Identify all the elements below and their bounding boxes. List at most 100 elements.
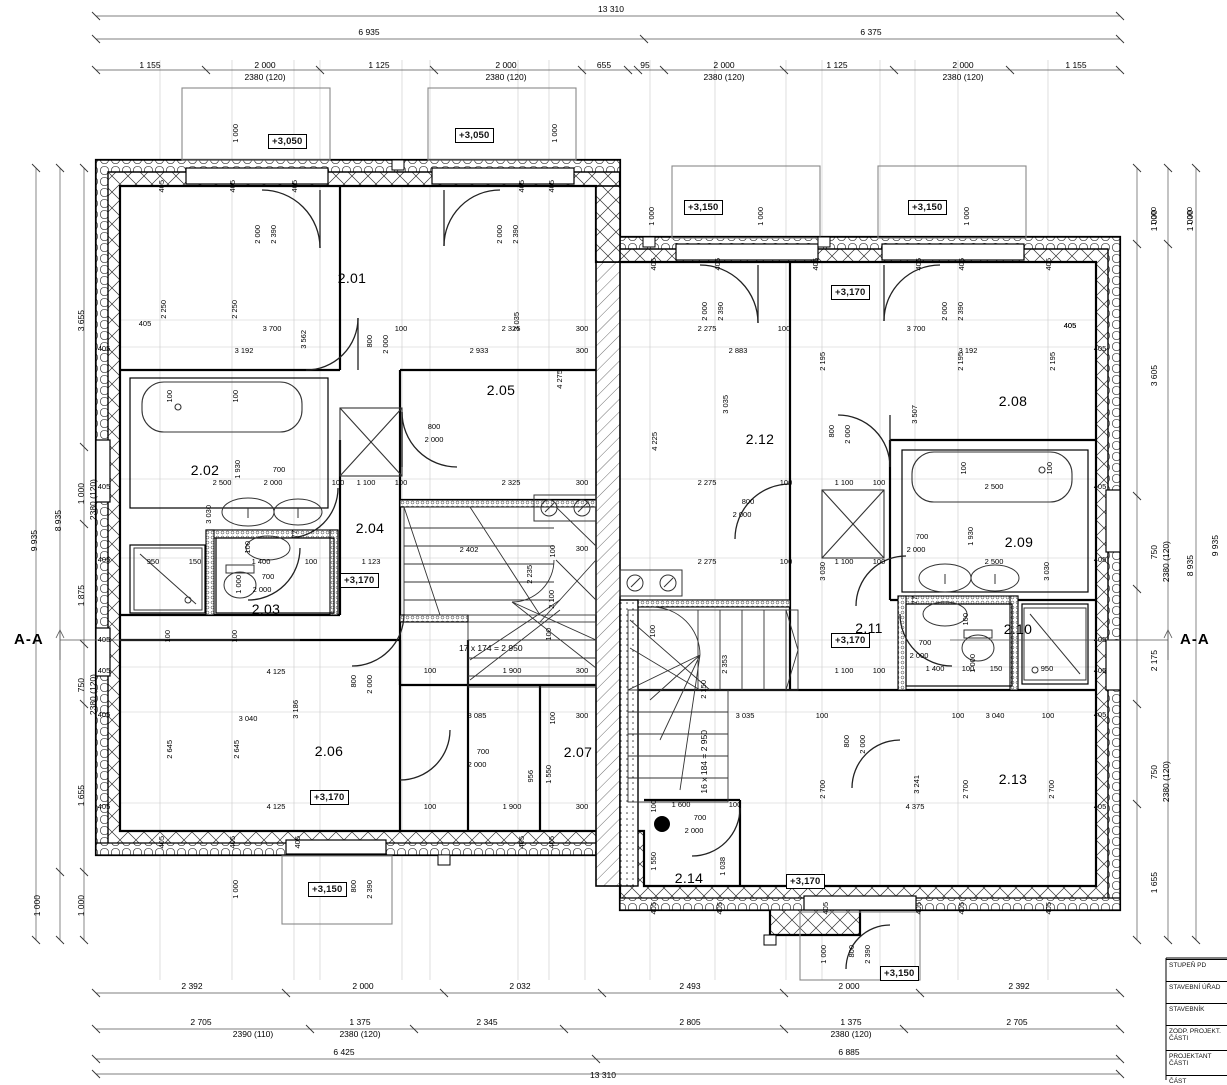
annotation-dimension: 3 085 xyxy=(467,711,487,720)
elevation-marker: +3,170 xyxy=(831,285,870,300)
annotation-dimension: 1 000 xyxy=(647,207,656,226)
dimension-label-vertical: 1 000 xyxy=(76,483,86,505)
dimension-label: 13 310 xyxy=(590,1070,616,1080)
dimension-label: 1 155 xyxy=(1065,60,1087,70)
room-label-2.14: 2.14 xyxy=(674,870,704,886)
annotation-dimension: 100 xyxy=(163,630,172,643)
elevation-marker: +3,170 xyxy=(786,874,825,889)
dimension-label: 1 375 xyxy=(840,1017,862,1027)
annotation-dimension: 2 000 xyxy=(843,425,852,444)
reference-point-marker xyxy=(654,816,670,832)
annotation-dimension: 100 xyxy=(394,324,408,333)
annotation-dimension: 3 030 xyxy=(818,562,827,581)
annotation-dimension: 405 xyxy=(1093,555,1107,564)
annotation-dimension: 405 xyxy=(97,802,111,811)
annotation-dimension: 100 xyxy=(1041,711,1055,720)
annotation-dimension: 2 390 xyxy=(269,225,278,244)
room-label-2.03: 2.03 xyxy=(251,601,281,617)
dimension-label: 2 000 xyxy=(838,981,860,991)
dimension-label: 6 885 xyxy=(838,1047,860,1057)
annotation-dimension: 405 xyxy=(957,902,966,915)
annotation-dimension: 2 235 xyxy=(525,565,534,584)
annotation-dimension: 100 xyxy=(815,711,829,720)
annotation-dimension: 800 xyxy=(842,735,851,748)
annotation-dimension: 77 xyxy=(290,530,299,539)
elevation-marker: +3,150 xyxy=(908,200,947,215)
room-label-2.08: 2.08 xyxy=(998,393,1028,409)
annotation-dimension: 2 000 xyxy=(381,335,390,354)
annotation-dimension: 2 353 xyxy=(720,655,729,674)
elevation-marker: +3,170 xyxy=(340,573,379,588)
room-label-2.01: 2.01 xyxy=(337,270,367,286)
annotation-dimension: 1 400 xyxy=(251,557,271,566)
annotation-dimension: 405 xyxy=(97,344,111,353)
annotation-dimension: 405 xyxy=(97,482,111,491)
elevation-marker: +3,150 xyxy=(684,200,723,215)
elevation-marker: +3,150 xyxy=(308,882,347,897)
annotation-dimension: 405 xyxy=(228,836,237,849)
dimension-label-vertical: 750 xyxy=(1149,545,1159,560)
annotation-dimension: 300 xyxy=(575,802,589,811)
dimension-label: 2 705 xyxy=(190,1017,212,1027)
dimension-label: 6 935 xyxy=(358,27,380,37)
annotation-dimension: 300 xyxy=(575,544,589,553)
annotation-dimension: 100 xyxy=(243,541,252,554)
elevation-marker: +3,170 xyxy=(831,633,870,648)
annotation-dimension: 950 xyxy=(146,557,160,566)
annotation-dimension: 700 xyxy=(693,813,707,822)
annotation-dimension: 2 000 xyxy=(940,302,949,321)
annotation-dimension: 800 xyxy=(349,675,358,688)
annotation-dimension: 300 xyxy=(575,346,589,355)
annotation-dimension: 2 390 xyxy=(511,225,520,244)
annotation-dimension: 2 933 xyxy=(469,346,489,355)
annotation-dimension: 800 xyxy=(365,335,374,348)
annotation-dimension: 2 000 xyxy=(263,478,283,487)
annotation-dimension: 700 xyxy=(915,532,929,541)
dimension-label: 95 xyxy=(640,60,650,70)
annotation-dimension: 4 125 xyxy=(266,802,286,811)
annotation-dimension: 3 186 xyxy=(291,700,300,719)
annotation-dimension: 4 375 xyxy=(905,802,925,811)
dimension-label-vertical: 8 935 xyxy=(53,510,63,532)
annotation-dimension: 405 xyxy=(517,180,526,193)
room-label-2.07: 2.07 xyxy=(563,744,593,760)
annotation-dimension: 100 xyxy=(548,545,557,558)
annotation-dimension: 1 900 xyxy=(502,666,522,675)
annotation-dimension: 3 035 xyxy=(721,395,730,414)
annotation-dimension: 800 xyxy=(741,497,755,506)
dimension-label-vertical: 8 935 xyxy=(1185,555,1195,577)
annotation-dimension: 405 xyxy=(649,902,658,915)
annotation-dimension: 2 700 xyxy=(961,780,970,799)
annotation-dimension: 300 xyxy=(575,478,589,487)
annotation-dimension: 800 xyxy=(427,422,441,431)
dimension-label: 2 000 xyxy=(713,60,735,70)
annotation-dimension: 3 241 xyxy=(912,775,921,794)
annotation-dimension: 2 700 xyxy=(1047,780,1056,799)
dimension-sublabel: 2380 (120) xyxy=(830,1029,872,1039)
annotation-dimension: 2 000 xyxy=(858,735,867,754)
elevation-marker: +3,150 xyxy=(880,966,919,981)
annotation-dimension: 100 xyxy=(961,664,975,673)
annotation-dimension: 100 xyxy=(872,557,886,566)
stair-riser-label-left: 17 x 174 = 2 950 xyxy=(459,643,523,653)
annotation-dimension: 950 xyxy=(1040,664,1054,673)
annotation-dimension: 2 275 xyxy=(697,478,717,487)
stair-riser-label-right: 16 x 184 = 2 950 xyxy=(699,730,709,794)
annotation-dimension: 3 030 xyxy=(1042,562,1051,581)
annotation-dimension: 405 xyxy=(157,180,166,193)
dimension-label: 2 392 xyxy=(181,981,203,991)
annotation-dimension: 1 000 xyxy=(231,880,240,899)
annotation-dimension: 100 xyxy=(872,478,886,487)
annotation-dimension: 2 000 xyxy=(732,510,752,519)
annotation-dimension: 2 000 xyxy=(684,826,704,835)
dimension-sublabel-vertical: 2380 (120) xyxy=(1161,541,1171,583)
annotation-dimension: 3 192 xyxy=(958,346,978,355)
dimension-label-vertical: 1 000 xyxy=(32,895,42,917)
annotation-dimension: 405 xyxy=(1093,482,1107,491)
annotation-dimension: 1 038 xyxy=(718,857,727,876)
annotation-dimension: 100 xyxy=(544,628,553,641)
annotation-dimension: 405 xyxy=(715,902,724,915)
annotation-dimension: 1 000 xyxy=(1185,207,1194,226)
annotation-dimension: 405 xyxy=(1044,902,1053,915)
